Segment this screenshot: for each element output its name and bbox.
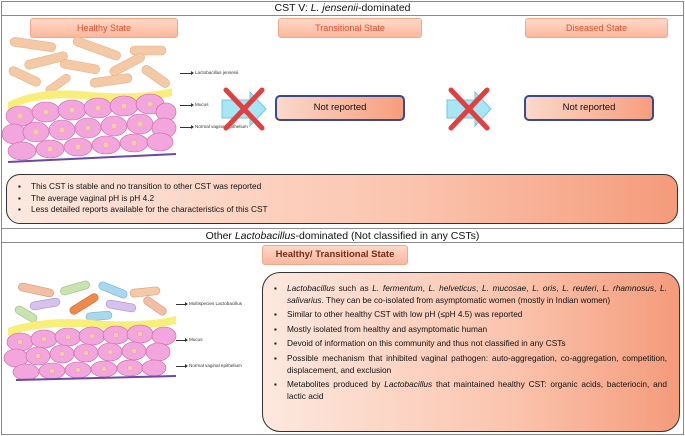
mucus-layer <box>8 88 172 110</box>
top-section-title: CST V: L. jensenii-dominated <box>274 2 411 14</box>
multispecies-pointer-arrow <box>176 302 188 306</box>
lacto-pointer-arrow <box>180 71 194 75</box>
multispecies-illustration <box>3 280 177 381</box>
transitional-state-label: Transitional State <box>278 18 422 38</box>
mucus-layer <box>8 316 176 336</box>
top-title-divider <box>1 15 684 16</box>
lactobacillus-jensenii-cluster <box>8 36 170 95</box>
healthy-state-label: Healthy State <box>30 18 178 38</box>
diseased-not-reported: Not reported <box>524 95 654 121</box>
basement-membrane <box>7 153 177 163</box>
bottom-title-divider <box>1 242 684 243</box>
epithelium-pointer-arrow <box>180 125 194 129</box>
info-bullet: Possible mechanism that inhibited vagina… <box>271 353 667 376</box>
info-bullet: Devoid of information on this community … <box>271 338 667 350</box>
info-bullet: Lactobacillus such as L. fermentum, L. h… <box>271 283 667 306</box>
info-bullet: This CST is stable and no transition to … <box>15 181 669 193</box>
info-bullet: Metabolites produced by Lactobacillus th… <box>271 379 667 402</box>
info-bullet: Less detailed reports available for the … <box>15 204 669 216</box>
multispecies-lactobacillus-cluster <box>14 280 167 323</box>
epithelium-cells <box>3 324 177 381</box>
mucus-pointer-arrow <box>180 103 194 107</box>
diseased-state-label: Diseased State <box>525 18 668 38</box>
bottom-section-title: Other Lactobacillus-dominated (Not class… <box>205 230 480 242</box>
epithelium-annotation-bottom: Normal vaginal epithelium <box>189 363 242 368</box>
mucus-annotation-bottom: Mucus <box>189 337 203 342</box>
other-lactobacillus-info-box: Lactobacillus such as L. fermentum, L. h… <box>262 272 680 432</box>
multispecies-lactobacillus-annotation: Multispecies Lactobacillus <box>189 301 243 306</box>
mucus-annotation: Mucus <box>195 102 209 107</box>
lacto-jensenii-annotation: Lactobacillus jensenii <box>195 70 239 75</box>
info-bullet: Similar to other healthy CST with low pH… <box>271 309 667 321</box>
healthy-transitional-state-label: Healthy/ Transitional State <box>262 245 408 265</box>
cst-v-info-box: This CST is stable and no transition to … <box>6 174 678 224</box>
crossed-arrow-icon <box>446 87 492 131</box>
epithelium-annotation: Normal vaginal epithelium <box>195 124 248 129</box>
basement-membrane <box>15 375 177 381</box>
healthy-vaginal-illustration <box>1 36 177 163</box>
info-bullet: Mostly isolated from healthy and asympto… <box>271 324 667 336</box>
info-bullet: The average vaginal pH is pH 4.2 <box>15 193 669 205</box>
transitional-not-reported: Not reported <box>275 95 405 121</box>
epithelium-pointer-arrow <box>176 364 188 368</box>
crossed-arrow-icon <box>221 87 267 131</box>
mucus-pointer-arrow <box>176 338 188 342</box>
section-divider <box>1 228 684 229</box>
